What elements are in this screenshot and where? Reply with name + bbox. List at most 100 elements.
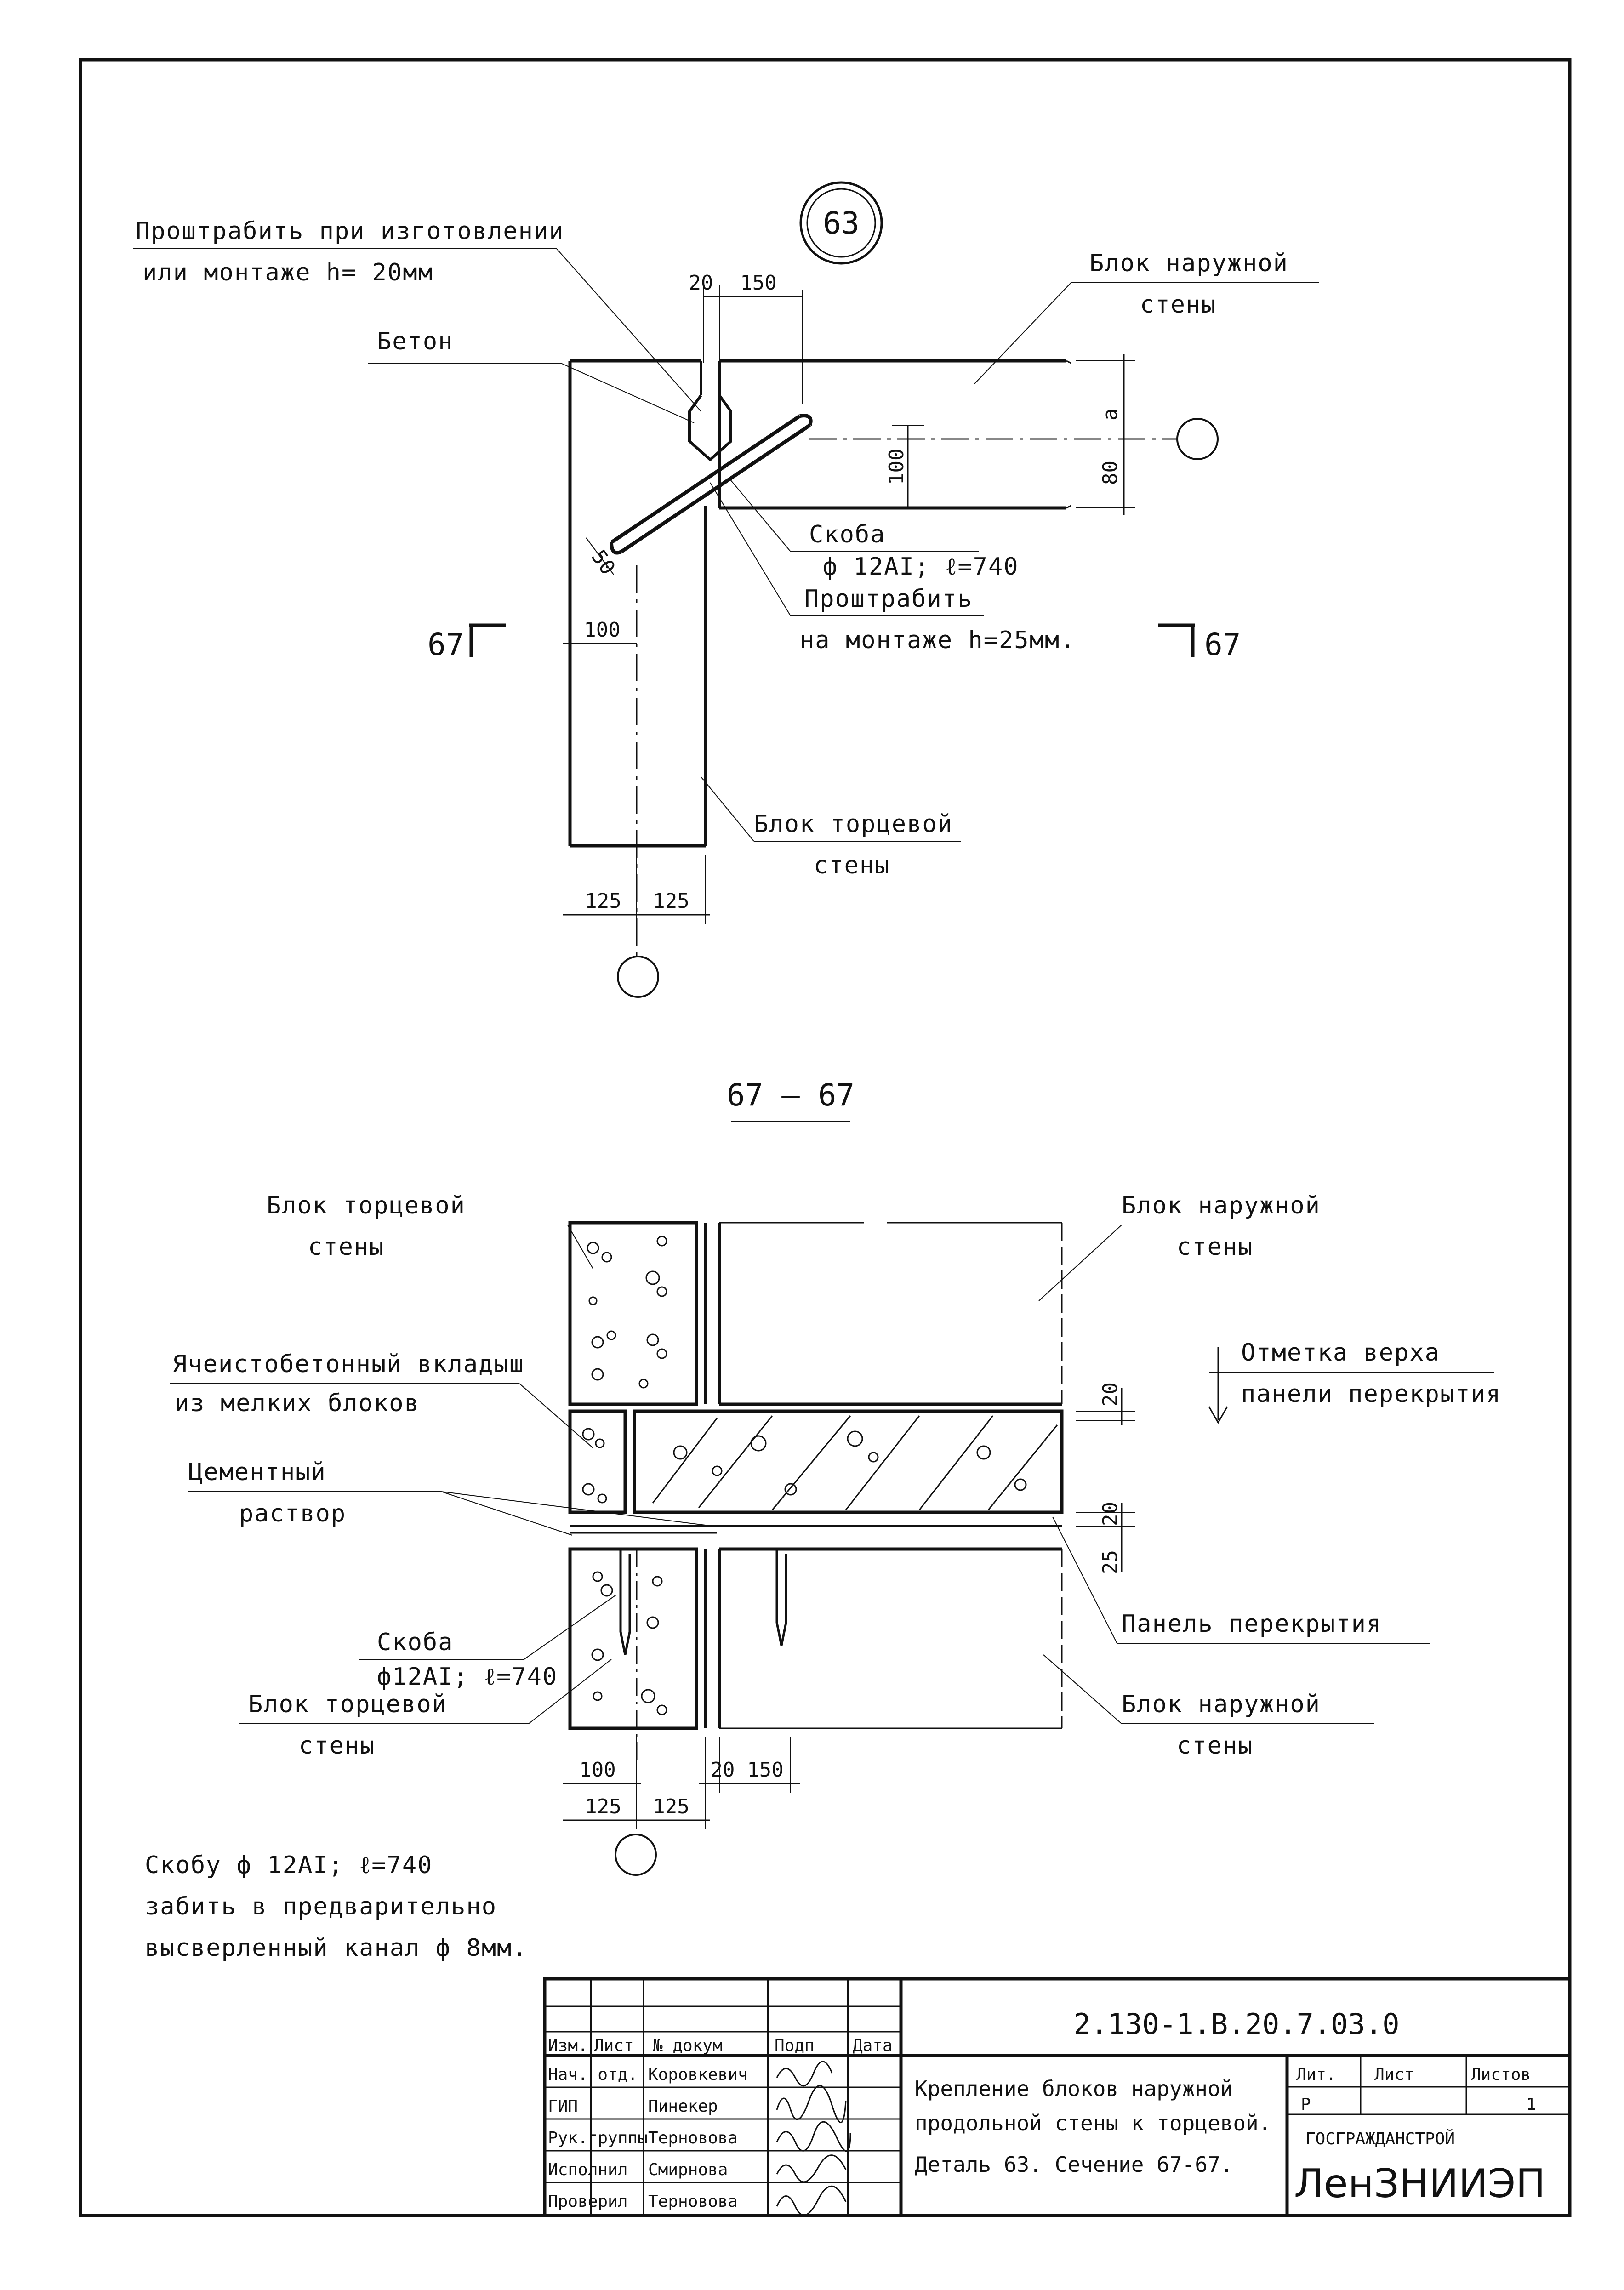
section-title: 67 – 67: [727, 1077, 855, 1113]
drawing-label: Панель перекрытия: [1122, 1610, 1382, 1638]
drawing-label: стены: [299, 1732, 376, 1760]
drawing-label: Р: [1301, 2095, 1311, 2114]
drawing-label: Пинекер: [648, 2097, 718, 2116]
note-groove-l2: на монтаже h=25мм.: [800, 627, 1076, 654]
drawing-label: Лит.: [1296, 2065, 1336, 2084]
detail-number-circle: [799, 181, 883, 265]
drawing-label: забить в предварительно: [145, 1893, 497, 1920]
note-groove-l1: Проштрабить: [804, 585, 973, 613]
drawing-label: Скоба: [377, 1629, 454, 1656]
drawing-label: а: [1099, 409, 1122, 421]
drawing-label: 25: [1099, 1550, 1122, 1574]
detail-63: 63 20 150 а 80: [133, 181, 1319, 998]
drawing-label: Листов: [1471, 2065, 1531, 2084]
drawing-label: ГИП: [548, 2097, 578, 2116]
footnote: Скобу ф 12АI; ℓ=740 забить в предварител…: [145, 1851, 528, 1962]
note-cut-line2: или монтаже h= 20мм: [142, 259, 433, 286]
drawing-label: Рук.группы: [548, 2129, 648, 2148]
axis-bubble-section: [615, 1834, 657, 1876]
drawing-label: ф12АI; ℓ=740: [377, 1663, 558, 1691]
drawing-label: Деталь 63. Сечение 67-67.: [915, 2152, 1233, 2177]
note-outer-block-l2: стены: [1140, 291, 1217, 319]
note-cut-line1: Проштрабить при изготовлении: [136, 217, 564, 245]
drawing-label: панели перекрытия: [1241, 1380, 1501, 1408]
drawing-label: 100: [885, 449, 908, 485]
drawing-label: Нач. отд.: [548, 2065, 638, 2084]
note-end-block-l2: стены: [814, 852, 890, 879]
axis-bubble-right: [1176, 418, 1219, 460]
drawing-label: 67: [427, 627, 464, 662]
note-concrete: Бетон: [377, 328, 454, 355]
drawing-label: Терновова: [648, 2129, 738, 2148]
drawing-label: 20: [1099, 1502, 1122, 1526]
drawing-label: продольной стены к торцевой.: [915, 2111, 1271, 2136]
section-mark-left: [469, 623, 506, 657]
title-block: 2.130-1.В.20.7.03.0 Изм. Лист № докум По…: [543, 1977, 1572, 2217]
org-name: ЛенЗНИИЭП: [1294, 2161, 1545, 2207]
drawing-label: Смирнова: [648, 2160, 728, 2179]
drawing-label: 100: [579, 1758, 615, 1782]
drawing-label: стены: [1177, 1233, 1254, 1261]
drawing-label: 67: [1204, 627, 1241, 662]
end-block-lower: [568, 1547, 698, 1730]
drawing-label: Коровкевич: [648, 2065, 748, 2084]
note-end-block-l1: Блок торцевой: [754, 810, 953, 838]
drawing-label: Крепление блоков наружной: [915, 2076, 1233, 2101]
detail-number: 63: [823, 205, 859, 241]
drawing-label: 150: [740, 271, 776, 295]
note-bracket-l2: ф 12АI; ℓ=740: [823, 553, 1019, 581]
drawing-label: Блок наружной: [1122, 1192, 1321, 1219]
drawing-label: стены: [308, 1233, 385, 1261]
drawing-label: Ячеистобетонный вкладыш: [172, 1350, 524, 1378]
drawing-label: Дата: [853, 2036, 893, 2055]
section-mark-right: [1158, 623, 1195, 657]
drawing-label: Скобу ф 12АI; ℓ=740: [145, 1851, 433, 1879]
drawing-label: Изм.: [548, 2036, 588, 2055]
drawing-label: 125: [585, 889, 621, 913]
drawing-label: 20: [689, 271, 713, 295]
aggregate-texture-upper: [587, 1236, 667, 1389]
drawing-label: 100: [584, 618, 620, 642]
drawing-label: Исполнил: [548, 2160, 627, 2179]
end-wall-block-plan: [568, 359, 707, 848]
bracket-plan: [610, 414, 813, 555]
concrete-key: [688, 394, 732, 462]
drawing-code: 2.130-1.В.20.7.03.0: [1073, 2007, 1399, 2041]
drawing-label: Блок наружной: [1122, 1691, 1321, 1718]
note-outer-block-l1: Блок наружной: [1089, 250, 1288, 277]
drawing-label: 20: [711, 1758, 735, 1782]
drawing-label: Лист: [1374, 2065, 1414, 2084]
drawing-label: высверленный канал ф 8мм.: [145, 1934, 528, 1962]
drawing-label: 125: [585, 1795, 621, 1818]
drawing-label: 125: [653, 889, 689, 913]
note-bracket-l1: Скоба: [809, 521, 886, 548]
floor-slab: [633, 1409, 1064, 1514]
drawing-label: Блок торцевой: [267, 1192, 466, 1219]
drawing-label: стены: [1177, 1732, 1254, 1760]
drawing-label: из мелких блоков: [175, 1390, 420, 1417]
end-block-upper: [568, 1221, 698, 1406]
drawing-label: 125: [653, 1795, 689, 1818]
axis-bubble-bottom: [617, 956, 659, 998]
drawing-label: 150: [747, 1758, 783, 1782]
drawing-label: Проверил: [548, 2192, 627, 2211]
drawing-label: Терновова: [648, 2192, 738, 2211]
drawing-label: 20: [1099, 1382, 1122, 1407]
drawing-label: ГОСГРАЖДАНСТРОЙ: [1305, 2129, 1455, 2148]
drawing-label: раствор: [239, 1500, 346, 1527]
aerated-insert: [568, 1409, 627, 1514]
drawing-label: № докум: [652, 2036, 723, 2055]
drawing-label: Лист: [594, 2036, 634, 2055]
drawing-label: Блок торцевой: [248, 1691, 447, 1718]
slab-hatching: [652, 1415, 1058, 1510]
bracket-section: [619, 1548, 791, 1655]
drawing-label: Подп: [775, 2036, 815, 2055]
signatures: [776, 2061, 851, 2216]
drawing-label: 80: [1099, 461, 1122, 485]
sheet-frame: [79, 58, 1572, 2217]
drawing-label: 1: [1526, 2095, 1536, 2114]
drawing-label: Отметка верха: [1241, 1339, 1440, 1367]
section-67-67: 67 – 67: [170, 1077, 1501, 1876]
drawing-label: Цементный: [188, 1458, 326, 1486]
